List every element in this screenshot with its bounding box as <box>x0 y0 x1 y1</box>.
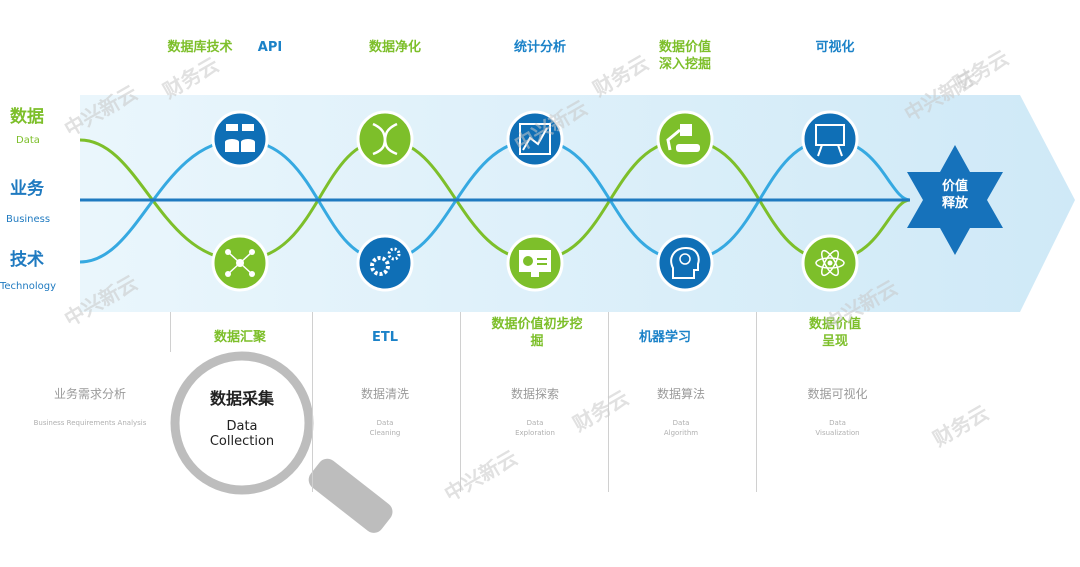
stage-data-visualization-en: Data Visualization <box>815 419 860 437</box>
gears-icon <box>356 234 414 292</box>
divider <box>756 312 757 492</box>
excavator-icon <box>656 110 714 168</box>
divider <box>312 312 313 492</box>
divider <box>460 312 461 492</box>
divider <box>170 312 171 352</box>
magnifier-title: 数据采集 <box>209 389 274 408</box>
monitor-chart-icon <box>506 234 564 292</box>
stage-data-algorithm-en: Data Algorithm <box>663 419 699 437</box>
bottom-label-data-aggregation: 数据汇聚 <box>213 330 266 345</box>
atom-icon <box>801 234 859 292</box>
network-hub-icon <box>211 234 269 292</box>
star-label: 价值 释放 <box>941 179 968 211</box>
top-label-api: API <box>257 40 283 55</box>
left-label-data: 数据 <box>10 107 44 127</box>
brain-head-icon <box>656 234 714 292</box>
stage-data-cleaning: 数据清洗 <box>360 387 409 401</box>
stage-data-algorithm: 数据算法 <box>656 387 705 401</box>
magnifier-handle <box>308 458 393 533</box>
stage-business-requirements: 业务需求分析 <box>53 387 126 401</box>
statistics-chart-icon <box>506 110 564 168</box>
magnifier-ring <box>170 351 314 495</box>
stage-data-exploration: 数据探索 <box>510 387 559 401</box>
bottom-label-etl: ETL <box>371 330 399 345</box>
left-label-business: 业务 <box>10 179 44 199</box>
top-label-visualization: 可视化 <box>815 40 855 55</box>
divider <box>608 312 609 492</box>
dna-icon <box>356 110 414 168</box>
stage-data-exploration-en: Data Exploration <box>515 419 555 437</box>
stage-business-requirements-en: Business Requirements Analysis <box>33 419 147 427</box>
bottom-label-machine-learning: 机器学习 <box>638 330 691 345</box>
value-release-star <box>907 145 1003 255</box>
top-label-database-tech: 数据库技术 <box>167 40 233 55</box>
top-label-deep-mining: 数据价值 深入挖掘 <box>658 40 711 72</box>
bottom-label-value-presentation: 数据价值 呈现 <box>808 317 861 349</box>
stage-data-cleaning-en: Data Cleaning <box>369 419 401 437</box>
top-label-statistics: 统计分析 <box>513 40 566 55</box>
bottom-label-initial-mining: 数据价值初步挖 掘 <box>491 317 583 349</box>
top-label-data-cleansing: 数据净化 <box>368 40 421 55</box>
stage-data-visualization: 数据可视化 <box>807 387 868 401</box>
left-sub-data: Data <box>16 135 40 146</box>
left-sub-business: Business <box>6 214 51 225</box>
database-server-icon <box>211 110 269 168</box>
presentation-board-icon <box>801 110 859 168</box>
magnifier-subtitle: Data Collection <box>209 419 275 449</box>
left-sub-tech: Technology <box>0 281 57 292</box>
left-label-tech: 技术 <box>10 250 44 270</box>
